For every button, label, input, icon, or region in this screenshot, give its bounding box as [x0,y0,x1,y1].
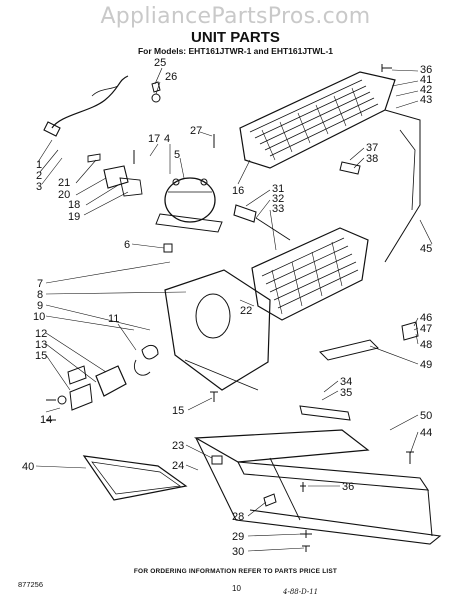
callout-30: 30 [232,546,244,558]
callout-11: 11 [108,313,119,325]
callout-12: 12 [35,328,47,340]
ordering-note: FOR ORDERING INFORMATION REFER TO PARTS … [133,568,338,575]
fan-shroud[interactable] [164,269,271,391]
screw[interactable] [302,545,310,552]
callout-43: 43 [420,94,432,106]
models-line: For Models: EHT161JTWR-1 and EHT161JTWL-… [137,46,334,56]
callout-38: 38 [366,153,378,165]
screw[interactable] [381,64,392,72]
callout-18: 18 [68,199,80,211]
callout-31: 31 [272,183,284,195]
callout-26: 26 [165,71,177,83]
watermark: AppliancePartsPros.com [100,4,371,29]
screw[interactable] [46,399,56,421]
callout-22: 22 [240,305,252,317]
evaporator-coil[interactable] [251,227,369,321]
callout-50: 50 [420,410,432,422]
relay[interactable] [87,153,143,197]
callout-37: 37 [366,142,378,154]
evaporator-tray[interactable] [319,339,379,361]
callout-46: 46 [420,312,432,324]
screw[interactable] [300,482,306,492]
drain-pan[interactable] [82,455,188,501]
callout-13: 13 [35,339,47,351]
power-cord[interactable] [43,75,129,137]
callout-7: 7 [37,278,43,290]
fan-motor-bracket[interactable] [67,365,87,385]
callout-5: 5 [174,149,180,161]
callout-25: 25 [154,57,166,69]
diagram-code: 877256 [18,580,44,589]
screw[interactable] [210,391,218,402]
base-frame[interactable] [193,429,442,545]
callout-19: 19 [68,211,80,223]
callout-48: 48 [420,339,432,351]
clip[interactable] [263,493,277,507]
callout-3: 3 [36,181,42,193]
callout-2: 2 [36,170,42,182]
compressor[interactable] [155,177,223,233]
callout-20: 20 [58,189,70,201]
callout-6: 6 [124,239,130,251]
callout-15: 15 [35,350,47,362]
fan-motor[interactable] [57,365,127,411]
callout-45: 45 [420,243,432,255]
callout-15-lower: 15 [172,405,184,417]
callout-1: 1 [36,159,42,171]
callout-36-lower: 36 [342,481,354,493]
callout-10: 10 [33,311,45,323]
callout-28: 28 [232,511,244,523]
condenser-tube [384,109,421,263]
callout-41: 41 [420,74,432,86]
callout-16: 16 [232,185,244,197]
rail-bracket[interactable] [299,405,351,421]
callout-17: 17 [148,133,160,145]
callout-27: 27 [190,125,202,137]
callout-24: 24 [172,460,184,472]
thermostat-clip[interactable] [339,161,361,175]
callout-21: 21 [58,177,70,189]
grommet[interactable] [211,455,223,465]
page-number: 10 [232,584,241,593]
callout-49: 49 [420,359,432,371]
callout-4: 4 [164,133,170,145]
callout-33: 33 [272,203,284,215]
page-title: UNIT PARTS [191,29,280,46]
handwritten-note: 4-88-D-11 [283,588,319,596]
callout-23: 23 [172,440,184,452]
compressor-grommet[interactable] [163,243,173,253]
callout-47: 47 [420,323,432,335]
callout-42: 42 [420,84,432,96]
fan-blade[interactable] [134,344,159,376]
callout-35: 35 [340,387,352,399]
callout-8: 8 [37,289,43,301]
leader-lines [35,67,433,552]
callout-labels: 25 26 1 2 3 21 20 18 19 17 4 5 27 6 7 8 … [22,57,432,558]
callout-44: 44 [420,427,432,439]
callout-29: 29 [232,531,244,543]
callout-14: 14 [40,414,52,426]
callout-32: 32 [272,193,284,205]
drain-tube [399,129,416,211]
callout-34: 34 [340,376,352,388]
defrost-heater-bracket[interactable] [401,321,419,341]
callout-40: 40 [22,461,34,473]
callout-9: 9 [37,300,43,312]
callout-36: 36 [420,64,432,76]
